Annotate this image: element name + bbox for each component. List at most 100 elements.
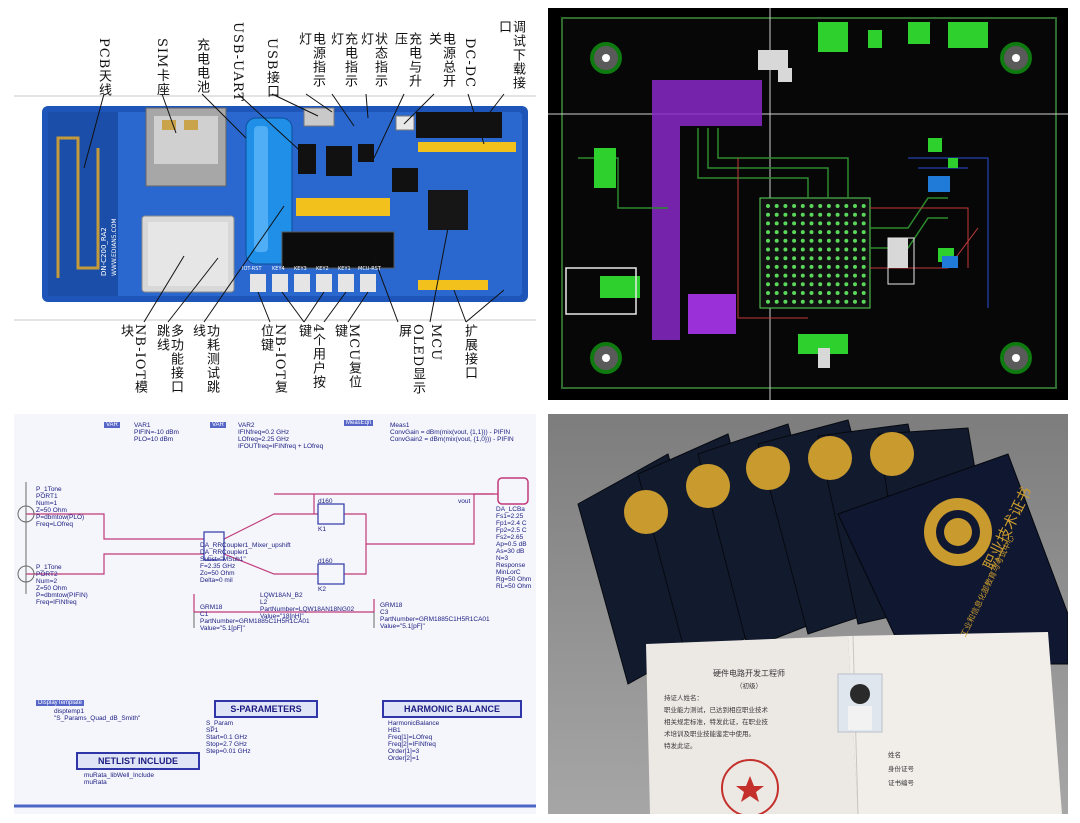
bga-ball — [853, 212, 857, 217]
cap3-block[interactable]: GRM18 C3 PartNumber=GRM1885C1H5R1CA01 Va… — [380, 602, 490, 630]
netlist-include-box[interactable]: NETLIST INCLUDE — [76, 752, 200, 770]
bga-ball — [792, 204, 797, 208]
var2-block[interactable]: VAR2 IFINfreq=0.2 GHz LOfreq=2.25 GHz IF… — [238, 422, 324, 450]
harmonic-balance-block[interactable]: HarmonicBalance HB1 Freq[1]=LOfreq Freq[… — [388, 720, 440, 762]
board-photo-panel: DN-C200_RA2 WWW.EDIAN5.COM IOT-RST KEY4 … — [14, 8, 536, 400]
bga-ball — [792, 238, 797, 243]
bga-ball — [809, 221, 814, 226]
display-template-block[interactable]: disptemp1 "S_Params_Quad_dB_Smith" — [54, 708, 141, 722]
pcb-layout-view — [548, 8, 1068, 400]
bga-ball — [853, 299, 857, 304]
bga-ball — [853, 238, 857, 243]
bga-ball — [809, 299, 814, 304]
bga-ball — [766, 204, 770, 208]
diode-k2: K2 — [318, 586, 326, 593]
bga-ball — [783, 230, 788, 235]
bga-ball — [826, 282, 831, 287]
diode-k1: K1 — [318, 526, 326, 533]
bga-ball — [826, 256, 831, 261]
bga-ball — [766, 230, 770, 235]
vout-label: vout — [458, 498, 471, 505]
bga-ball — [818, 273, 823, 278]
bga-ball — [826, 299, 831, 304]
port1-block[interactable]: P_1Tone PORT1 Num=1 Z=50 Ohm P=dbmtow(PL… — [36, 486, 85, 528]
silk-btn-mcu-rst: MCU-RST — [358, 266, 382, 272]
silkscreen-board-name: DN-C200_RA2 — [100, 227, 108, 276]
bga-ball — [826, 273, 831, 278]
bga-ball — [835, 264, 840, 269]
label-status-led: 状态指示灯 — [358, 32, 387, 88]
bga-ball — [818, 264, 823, 269]
var1-block[interactable]: VAR1 PIFIN=-10 dBm PLO=10 dBm — [134, 422, 179, 443]
bga-ball — [766, 291, 770, 295]
coupler-block[interactable]: DA_RRCoupler1_Mixer_upshift DA_RRCoupler… — [200, 542, 291, 584]
field-cert-no: 证书编号 — [888, 779, 914, 787]
bga-ball — [835, 247, 840, 252]
bga-ball — [853, 291, 857, 295]
bga-ball — [844, 221, 849, 226]
bga-ball — [792, 273, 797, 278]
label-power-led: 电源指示灯 — [296, 32, 325, 88]
bga-ball — [835, 238, 840, 243]
label-usb-uart: USB-UART — [230, 22, 245, 103]
bga-ball — [835, 299, 840, 304]
sparameters-block[interactable]: S_Param SP1 Start=0.1 GHz Stop=2.7 GHz S… — [206, 720, 251, 755]
bga-ball — [835, 204, 840, 208]
bga-ball — [861, 282, 866, 287]
certificate-photo-panel: 职业技术证书 工业和信息化部教育与考试中心 硬件电路开发工程师 （初级） 持证人… — [548, 414, 1068, 814]
bga-ball — [783, 247, 788, 252]
label-nbiot-module: NB-IOT模块 — [118, 324, 147, 395]
bga-ball — [853, 204, 857, 208]
bga-ball — [783, 238, 788, 243]
certificate-inner-text: 硬件电路开发工程师 （初级） 持证人姓名： 职业能力测试，已达到相应职业技术 相… — [664, 668, 834, 752]
diode-label-2: d160 — [318, 558, 333, 565]
bga-ball — [800, 299, 805, 304]
bga-ball — [826, 247, 831, 252]
schematic-panel: VAR VAR1 PIFIN=-10 dBm PLO=10 dBm VAR VA… — [14, 414, 536, 814]
bga-ball — [800, 264, 805, 269]
bga-ball — [844, 256, 849, 261]
bga-ball — [783, 282, 788, 287]
bga-ball — [835, 212, 840, 217]
pcb-layout-panel — [548, 8, 1068, 400]
bga-ball — [844, 212, 849, 217]
bga-ball — [826, 204, 831, 208]
bga-ball — [861, 212, 866, 217]
bga-ball — [800, 247, 805, 252]
bga-ball — [774, 204, 779, 208]
silkscreen-board-url: WWW.EDIAN5.COM — [111, 218, 118, 276]
bga-ball — [826, 221, 831, 226]
label-sim-socket: SIM卡座 — [154, 38, 169, 97]
bga-ball — [861, 299, 866, 304]
bga-ball — [800, 256, 805, 261]
label-debug-port: 调试下载接口 — [496, 20, 525, 90]
bga-ball — [844, 273, 849, 278]
filter-block[interactable]: DA_LCBa Fs1=2.25 Fp1=2.4 C Fp2=2.5 C Fs2… — [496, 506, 532, 590]
bga-ball — [826, 291, 831, 295]
bga-ball — [774, 299, 779, 304]
bga-ball — [809, 282, 814, 287]
bga-ball — [853, 264, 857, 269]
bga-ball — [800, 204, 805, 208]
port2-block[interactable]: P_1Tone PORT2 Num=2 Z=50 Ohm P=dbmtow(PI… — [36, 564, 88, 606]
meas-block[interactable]: Meas1 ConvGain = dBm(mix(vout, {1,1})) -… — [390, 422, 514, 443]
label-charge-boost: 充电与升压 — [392, 32, 421, 88]
inner-level: （初级） — [736, 682, 762, 690]
inner-title: 硬件电路开发工程师 — [713, 669, 785, 678]
bga-ball — [774, 238, 779, 243]
bga-ball — [792, 256, 797, 261]
bga-ball — [853, 221, 857, 226]
bga-ball — [835, 291, 840, 295]
silk-btn-key1: KEY1 — [338, 266, 351, 272]
silk-btn-key2: KEY2 — [316, 266, 329, 272]
netlist-include-block[interactable]: muRata_libWell_Include muRata — [84, 772, 154, 786]
sparameters-box[interactable]: S-PARAMETERS — [214, 700, 318, 718]
bga-ball — [800, 282, 805, 287]
bga-ball — [774, 291, 779, 295]
field-name: 姓名 — [888, 751, 901, 759]
cap1-block[interactable]: GRM18 C1 PartNumber=GRM1885C1H5R1CA01 Va… — [200, 604, 310, 632]
harmonic-balance-box[interactable]: HARMONIC BALANCE — [382, 700, 522, 718]
bga-ball — [800, 291, 805, 295]
var2-tag: VAR — [210, 422, 226, 428]
inductor-block[interactable]: LQW18AN_B2 L2 PartNumber=LQW18AN18NG02 V… — [260, 592, 355, 620]
